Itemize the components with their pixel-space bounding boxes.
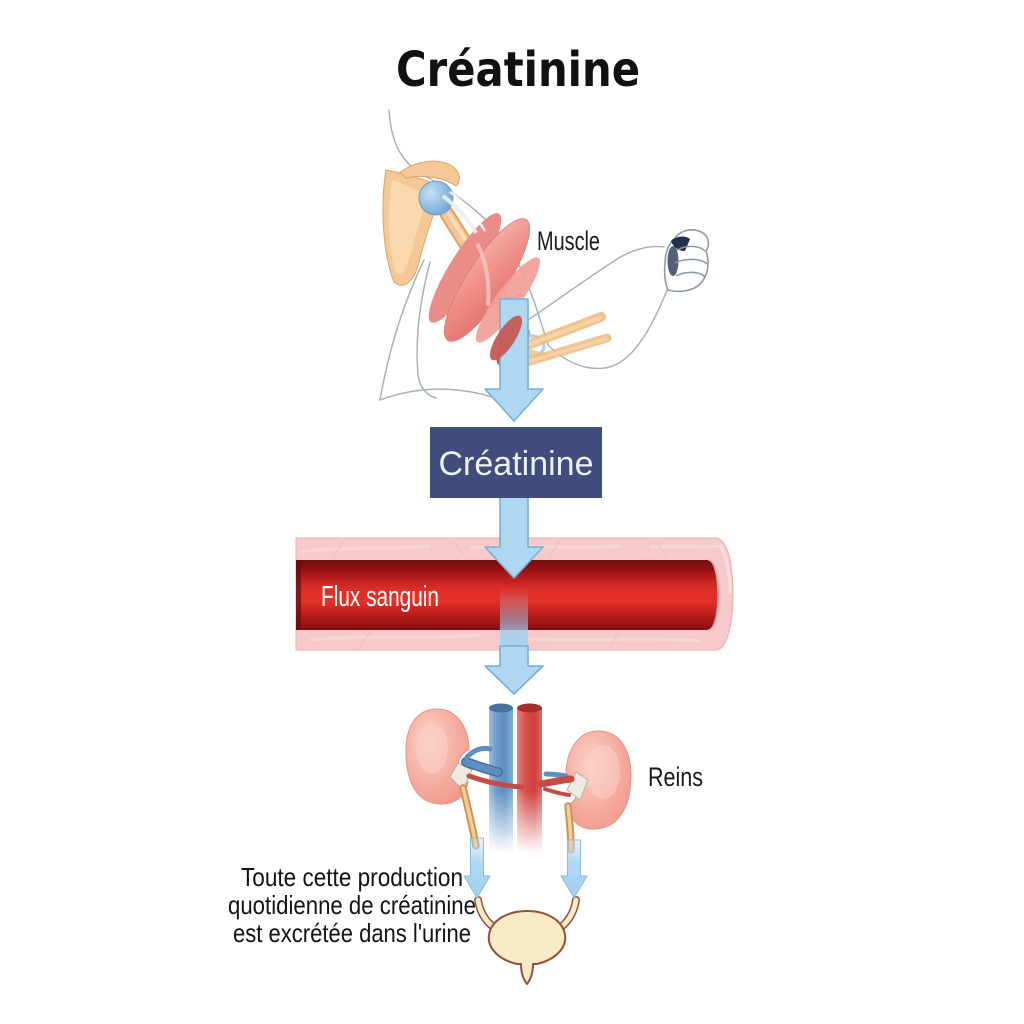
left-kidney bbox=[405, 708, 470, 805]
shoulder-joint bbox=[418, 180, 454, 216]
caption-line-2: quotidienne de créatinine bbox=[228, 890, 476, 920]
flow-arrow-creatinine-to-blood bbox=[484, 496, 544, 579]
flow-arrow-blood-to-kidneys bbox=[484, 645, 544, 695]
caption: Toute cette production quotidienne de cr… bbox=[228, 862, 476, 948]
caption-line-1: Toute cette production bbox=[241, 862, 463, 892]
right-renal-vessels bbox=[537, 771, 589, 801]
caption-line-3: est excrétée dans l'urine bbox=[233, 918, 471, 948]
right-ureter-arrow bbox=[560, 839, 588, 899]
muscle-label: Muscle bbox=[537, 226, 600, 256]
kidneys-illustration bbox=[405, 703, 632, 860]
flow-arrow-muscle-to-creatinine bbox=[484, 298, 544, 422]
blood-flow-label: Flux sanguin bbox=[321, 581, 439, 613]
creatinine-box-label: Créatinine bbox=[439, 445, 594, 483]
right-kidney bbox=[565, 730, 632, 830]
creatinine-box: Créatinine bbox=[430, 427, 602, 498]
left-ureter bbox=[459, 784, 480, 850]
muscle-tip-overlay bbox=[489, 315, 523, 361]
flow-arrows bbox=[463, 298, 588, 899]
left-renal-vessels bbox=[449, 745, 525, 791]
bladder-body bbox=[487, 910, 567, 985]
fist bbox=[663, 229, 710, 293]
creatinine-box-rect bbox=[430, 427, 602, 498]
left-ureter-arrow bbox=[463, 837, 491, 899]
kidneys-label: Reins bbox=[648, 762, 703, 792]
page-title: Créatinine bbox=[396, 42, 640, 98]
bladder-illustration bbox=[474, 896, 580, 985]
arrow-fade-through-blood bbox=[500, 588, 528, 646]
